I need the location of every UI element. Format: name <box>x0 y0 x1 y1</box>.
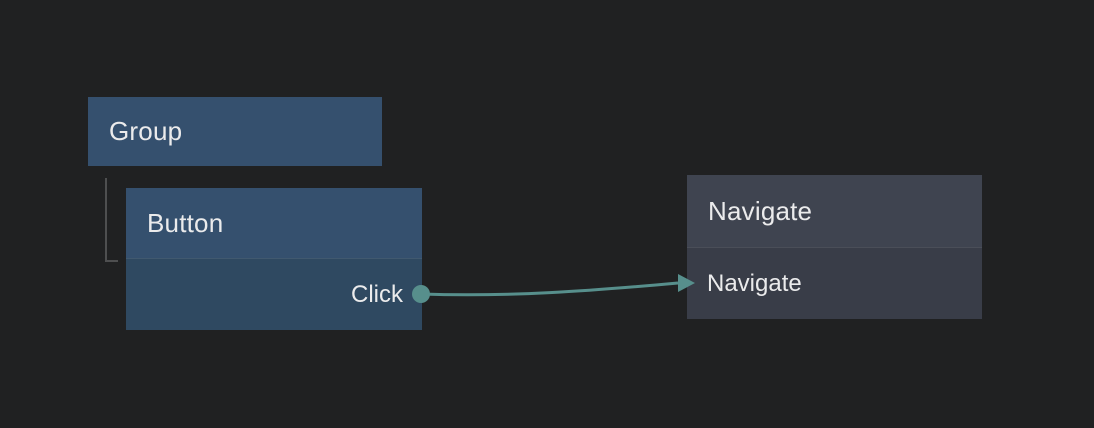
connection-wire[interactable] <box>420 281 679 297</box>
node-navigate[interactable]: Navigate Navigate <box>687 175 982 319</box>
node-button[interactable]: Button Click <box>126 188 422 330</box>
port-navigate-label: Navigate <box>707 269 802 297</box>
node-group-header: Group <box>88 97 382 166</box>
hierarchy-connector-line <box>105 178 118 262</box>
node-navigate-title: Navigate <box>708 195 813 226</box>
port-navigate-input[interactable]: Navigate <box>687 248 982 319</box>
node-button-body: Click <box>126 258 422 330</box>
node-button-header: Button <box>126 188 422 258</box>
node-group-title: Group <box>109 116 183 146</box>
port-click-output[interactable]: Click <box>126 259 422 330</box>
node-navigate-body: Navigate <box>687 247 982 319</box>
port-click-label: Click <box>351 280 403 308</box>
node-button-title: Button <box>147 207 224 238</box>
node-navigate-header: Navigate <box>687 175 982 247</box>
node-group[interactable]: Group <box>88 97 382 166</box>
